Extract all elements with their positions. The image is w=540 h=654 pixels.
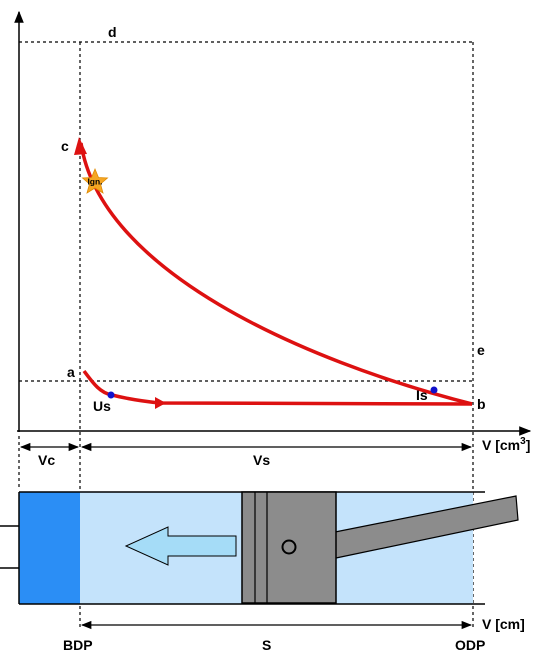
- point-label-a: a: [67, 364, 75, 380]
- stroke-label: S: [262, 637, 271, 653]
- compression-expansion-curve: [79, 142, 473, 406]
- odp-label: ODP: [455, 637, 485, 653]
- point-label-e: e: [477, 342, 485, 358]
- piston: [241, 491, 337, 604]
- piston-motion-arrow: [124, 526, 237, 566]
- volume-axis-label: V [cm3]: [482, 436, 530, 453]
- position-axis-label: V [cm]: [482, 616, 525, 632]
- point-label-d: d: [108, 24, 117, 40]
- vs-label: Vs: [253, 452, 270, 468]
- ignition-star-icon: Ign.: [81, 167, 109, 194]
- combustion-chamber: [19, 492, 80, 604]
- intake-direction-arrow: [155, 397, 166, 409]
- us-label: Us: [93, 398, 111, 414]
- curve-arrowhead-c: [74, 137, 87, 155]
- is-marker: [430, 386, 438, 394]
- us-marker: [107, 391, 115, 399]
- piston-pin: [281, 539, 297, 555]
- vc-label: Vc: [38, 452, 55, 468]
- point-label-b: b: [477, 396, 486, 412]
- bdp-label: BDP: [63, 637, 93, 653]
- is-label: Is: [416, 387, 428, 403]
- ignition-label: Ign.: [87, 177, 102, 187]
- point-label-c: c: [61, 138, 69, 154]
